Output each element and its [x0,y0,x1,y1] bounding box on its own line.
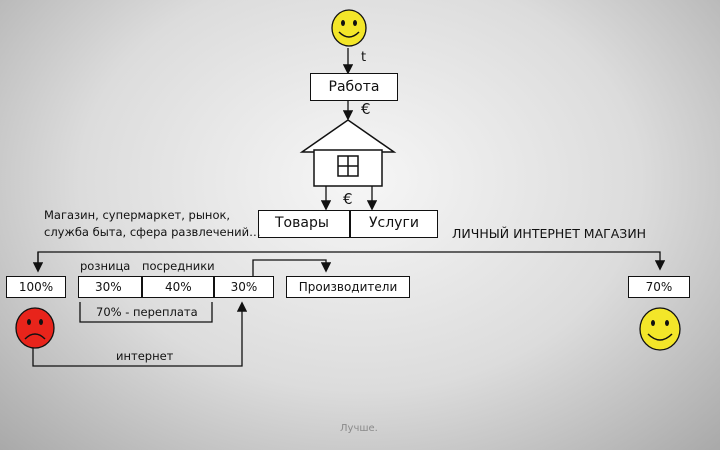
divider [141,277,143,297]
intermediaries-label: посредники [142,259,215,273]
sad-face-icon [15,307,55,349]
distribution-line [37,251,666,271]
percent-30-box: 30% [214,276,274,298]
percent-30-label: 30% [95,280,122,294]
goods-services-box: Товары Услуги [258,210,438,238]
divider [349,211,351,237]
percent-100-box: 100% [6,276,66,298]
internet-path [32,301,248,367]
retail-label: розница [80,259,131,273]
footer-note: Лучше. [340,423,378,434]
overpay-label: 70% - переплата [96,305,198,319]
euro-symbol: € [343,190,353,208]
shops-label: Магазин, супермаркет, рынок, служба быта… [44,208,261,239]
goods-label: Товары [275,215,329,231]
internet-label: интернет [116,349,174,363]
happy-face-icon [639,307,681,351]
percent-40-label: 40% [165,280,192,294]
happy-face-icon [331,9,367,47]
euro-symbol: € [361,100,371,118]
arrow-to-producers [252,259,332,276]
personal-shop-label: ЛИЧНЫЙ ИНТЕРНЕТ МАГАЗИН [452,226,647,241]
services-label: Услуги [369,215,419,231]
producers-box: Производители [286,276,410,298]
percent-70-box: 70% [628,276,690,298]
house-icon [299,119,397,187]
retail-intermediaries-box: 30% 40% [78,276,214,298]
overpay-bracket [79,302,213,323]
time-label: t [361,50,367,65]
work-box: Работа [310,73,398,101]
